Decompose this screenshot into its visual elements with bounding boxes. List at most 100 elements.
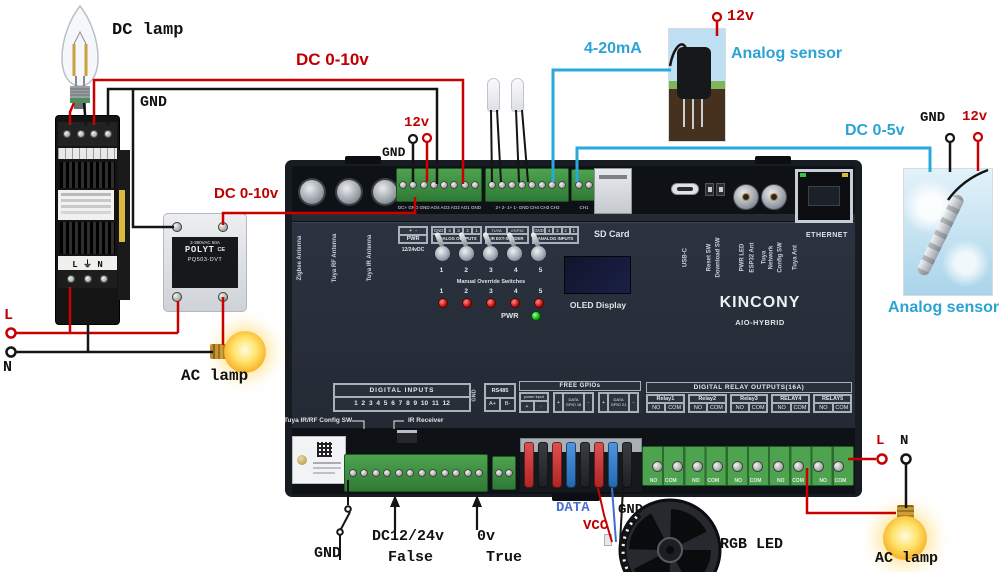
relay-terminal-com: COM	[792, 478, 804, 484]
gpio-plus: +	[520, 401, 534, 412]
ai-cell-gnd: GND	[533, 227, 545, 234]
gpio16-lever-plus[interactable]	[552, 442, 562, 488]
gpio16-label: DATA GPIO 16	[563, 393, 584, 412]
ssr-brand: POLYT	[184, 245, 215, 255]
relay-no: NO	[688, 403, 708, 412]
gnd-rgb-label: GND	[618, 502, 644, 518]
terminal-screw	[83, 275, 92, 283]
psu-warning-sticker	[119, 190, 125, 242]
gpio21-lever-data[interactable]	[608, 442, 618, 488]
status-led-4	[511, 299, 519, 307]
gpio16-lever-minus[interactable]	[580, 442, 590, 488]
download-button[interactable]	[716, 183, 725, 196]
gpio21-group: + DATA GPIO 21 -	[598, 392, 639, 413]
water-sensor-photo	[903, 168, 993, 296]
switch-number: 1	[439, 267, 444, 274]
override-switch-1[interactable]	[435, 246, 450, 261]
rs485-label: RS485	[485, 384, 515, 398]
rgb-led-reel	[618, 498, 722, 572]
digital-inputs-box: DIGITAL INPUTS 1 2 3 4 5 6 7 8 9 10 11 1…	[333, 383, 471, 412]
terminal-screw	[574, 181, 583, 189]
analog-outputs-box: GND 4 3 2 1 ANALOG OUTPUTS	[431, 226, 482, 244]
led-number: 1	[439, 288, 444, 295]
override-switch-4[interactable]	[507, 246, 522, 261]
terminal-screw	[103, 130, 112, 138]
terminal-screw	[832, 460, 844, 472]
device-din-clip	[345, 156, 381, 164]
ethernet-label: ETHERNET	[806, 232, 848, 239]
terminal-screw	[463, 469, 472, 477]
terminal-screw	[498, 181, 506, 189]
relay-name: Relay1	[647, 395, 684, 403]
pwr-box: + - PWR	[398, 226, 428, 244]
gpio21-lever-plus[interactable]	[594, 442, 604, 488]
override-switch-2[interactable]	[459, 246, 474, 261]
soil-sensor-prong	[683, 99, 685, 127]
psu-ln-label: L ⏚ N	[58, 256, 117, 270]
ir-emitter-led-1	[487, 78, 500, 112]
relay-terminal-no: NO	[776, 478, 785, 484]
label-usb-c: USB-C	[682, 248, 689, 267]
terminal-screw	[452, 469, 461, 477]
pwr-sub-label: 12/24vDC	[401, 247, 425, 253]
pwr-led	[532, 312, 540, 320]
terminal-screw	[652, 460, 664, 472]
true-label: True	[486, 549, 523, 566]
ssr-rating: 2-380VAC 50A	[190, 240, 220, 245]
relay-outputs-label: DIGITAL RELAY OUTPUTS(16A)	[646, 382, 852, 393]
gpio-minus: -	[534, 401, 548, 412]
12v-pwr-label: 12v	[404, 115, 430, 131]
override-switch-3[interactable]	[483, 246, 498, 261]
terminal-screw	[692, 460, 704, 472]
rs485-box: RS485 A+ B-	[484, 383, 516, 412]
relay-terminal-no: NO	[692, 478, 700, 484]
terminal-screw	[585, 181, 594, 189]
terminal-screw	[752, 460, 764, 472]
digital-inputs-gnd: GND	[471, 389, 478, 402]
gnd-switch-label: GND	[314, 545, 342, 562]
gpio21-label: DATA GPIO 21	[608, 393, 629, 412]
reset-button[interactable]	[705, 183, 714, 196]
model-label: AIO-HYBRID	[735, 318, 785, 327]
ao-cell-2: 2	[463, 227, 473, 234]
n-right-label: N	[900, 433, 909, 449]
gpio-power-label: power input	[520, 393, 548, 401]
terminal-screw	[406, 469, 415, 477]
zigbee-antenna-connector	[300, 180, 324, 204]
rs485-terminal-block	[492, 456, 516, 490]
module-antenna-connector	[297, 455, 307, 465]
ssr-screw	[172, 292, 182, 302]
ir-emitter-led-2	[511, 78, 524, 112]
gpio-lever-power-minus[interactable]	[538, 442, 548, 488]
override-switch-5[interactable]	[531, 246, 546, 261]
ir-receiver-label: IR Receiver	[408, 417, 444, 424]
psu-ln-text: L ⏚ N	[72, 259, 103, 270]
switch-number: 5	[538, 267, 543, 274]
terminal-screw	[90, 130, 99, 138]
pcb-row-analog-outputs: DC+ GND GND AO4 AO3 AO2 AO1 GND	[398, 205, 481, 210]
label-download-sw: Download SW	[715, 237, 722, 278]
analog-outputs-label: ANALOG OUTPUTS	[432, 234, 481, 243]
terminal-screw	[475, 469, 484, 477]
led-number-row: 1 2 3 4 5	[429, 288, 553, 295]
gpio-plus: +	[554, 393, 563, 412]
n-left-label: N	[3, 359, 13, 376]
gpio-lever-power-plus[interactable]	[524, 442, 534, 488]
ssr-screw	[218, 222, 228, 232]
label-pwr-led: PWR LED	[739, 243, 746, 272]
tuya-module	[292, 436, 346, 484]
ssr-ce-mark: CE	[217, 247, 226, 253]
oled-label: OLED Display	[569, 300, 627, 310]
device-pcb-edge	[292, 214, 855, 221]
switch-number: 3	[489, 267, 493, 274]
analog-sensor-soil-label: Analog sensor	[731, 45, 843, 62]
gpio21-lever-minus[interactable]	[622, 442, 632, 488]
gpio16-lever-data[interactable]	[566, 442, 576, 488]
false-label: False	[388, 549, 434, 566]
label-network: Network	[768, 245, 775, 270]
relay-terminal-com: COM	[834, 478, 847, 484]
terminal-screw	[360, 469, 369, 477]
free-gpios-label: FREE GPIOs	[519, 381, 641, 391]
